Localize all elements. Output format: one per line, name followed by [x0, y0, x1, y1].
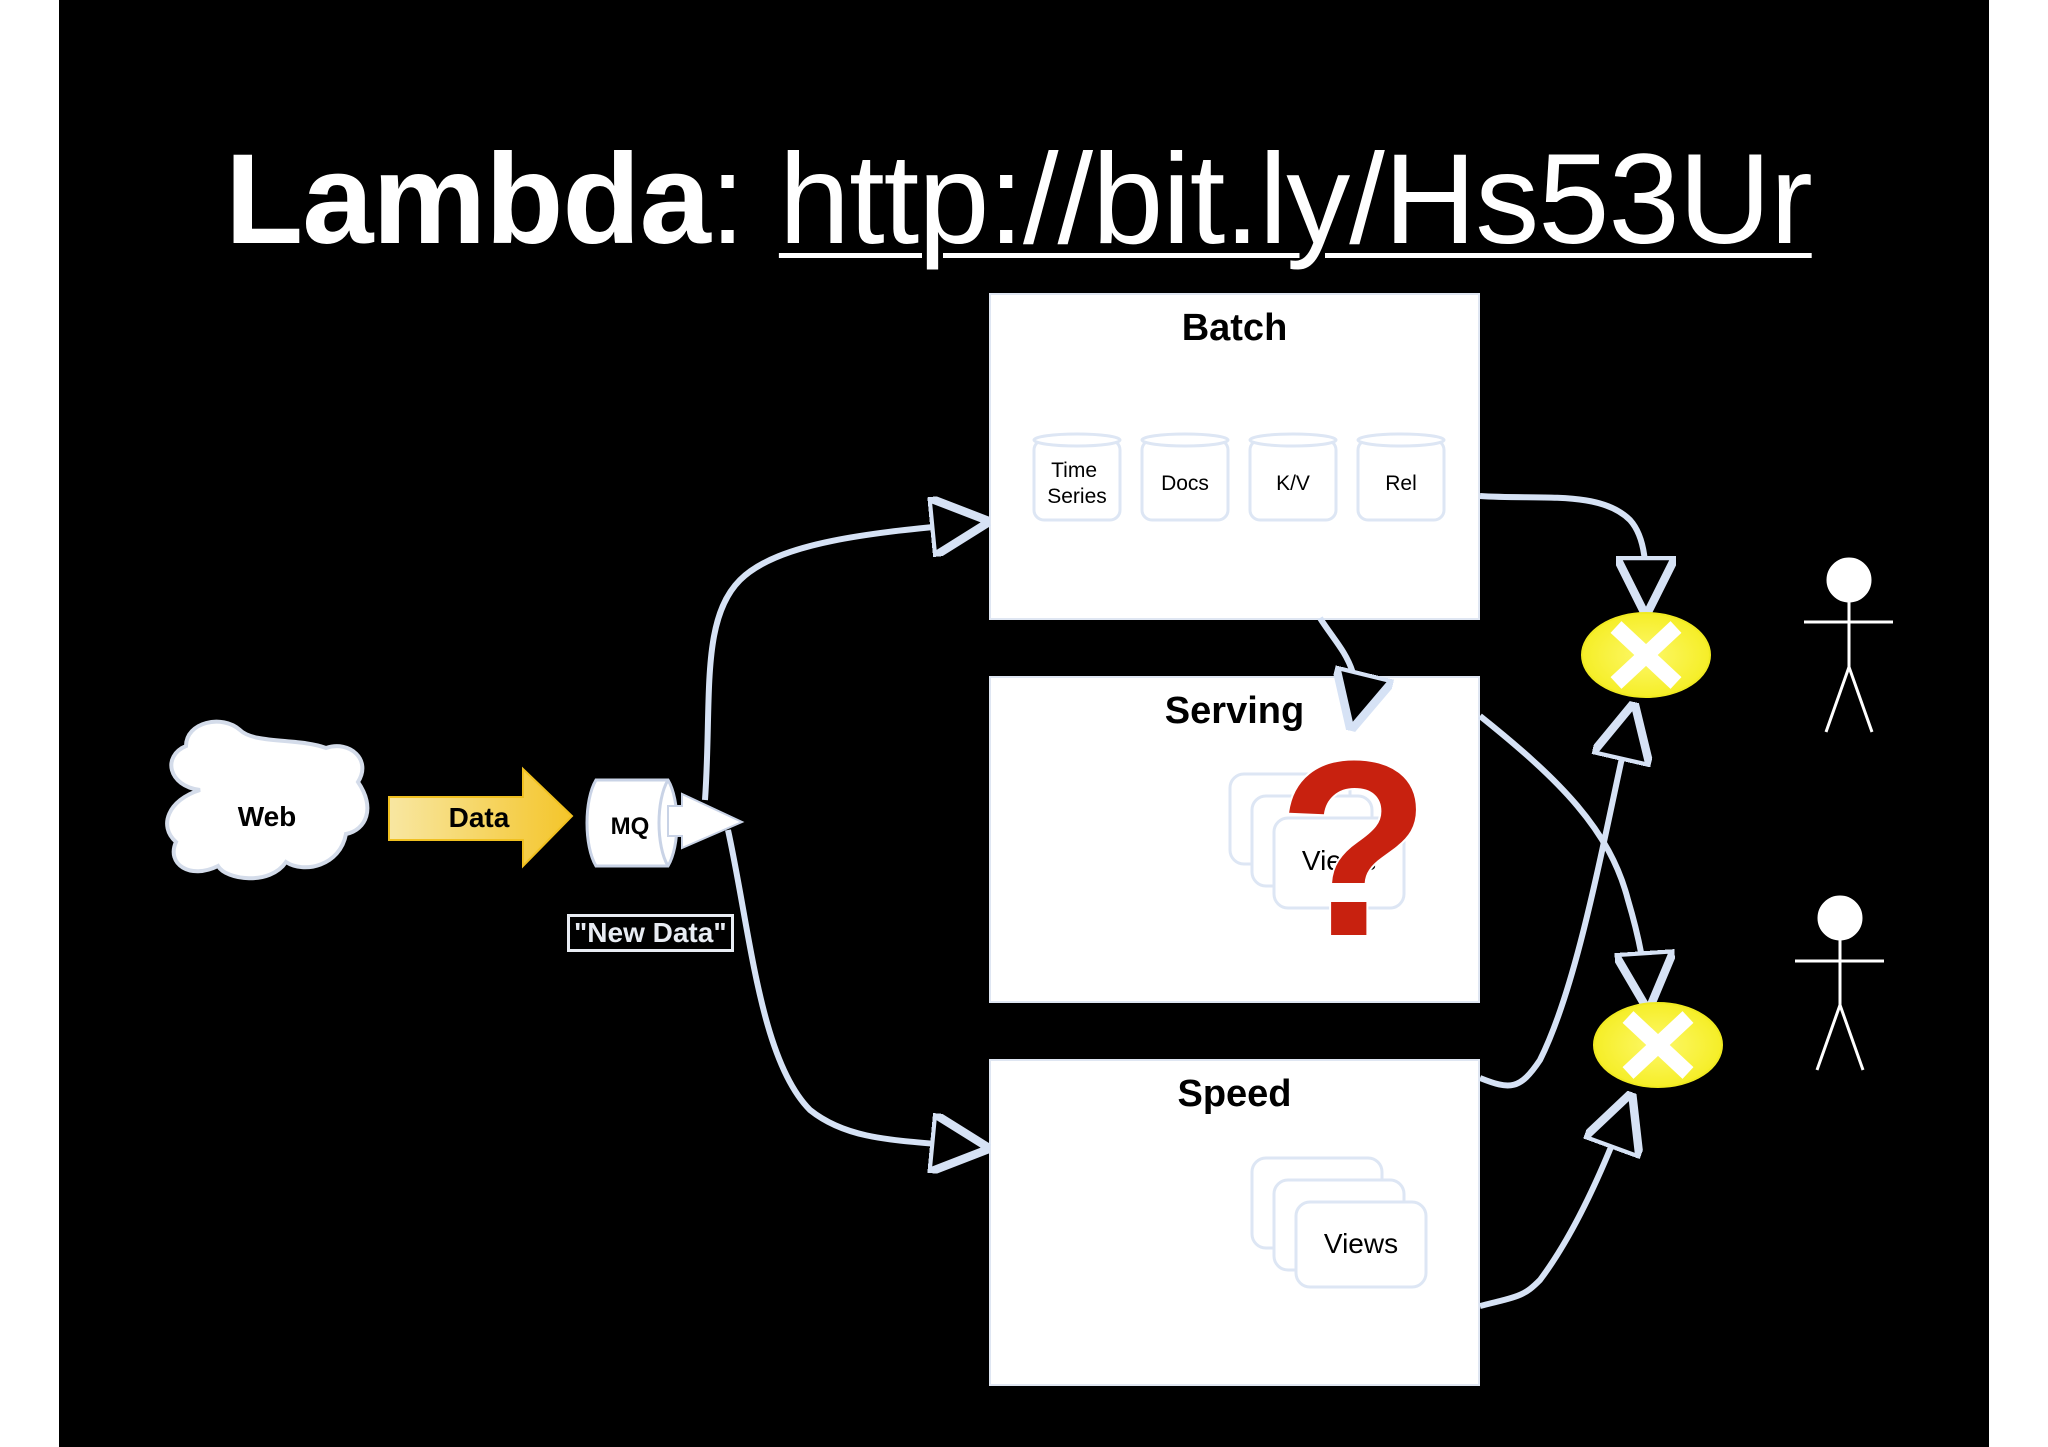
merge-node-top [1581, 612, 1711, 698]
question-mark: ? [1278, 709, 1431, 988]
serving-title: Serving [1164, 690, 1305, 732]
slide-title: Lambda: http://bit.ly/Hs53Ur [225, 128, 1813, 271]
store-rel: Rel [1356, 432, 1446, 522]
connector-mq-to-batch [702, 522, 984, 801]
mq-label: MQ [611, 813, 650, 840]
mq-queue: MQ [585, 778, 679, 868]
serving-views-stack: Views [1228, 772, 1406, 910]
connector-serving-to-merge-bottom [1478, 713, 1648, 1005]
user-figure-top [1804, 557, 1893, 733]
data-arrow: Data [388, 766, 574, 869]
speed-title: Speed [1177, 1073, 1292, 1115]
svg-text:Time Series: Time Series [1047, 459, 1107, 508]
speed-views-label: Views [1324, 1228, 1398, 1259]
serving-views-label: Views [1302, 845, 1376, 876]
connector-mq-to-speed [725, 829, 984, 1148]
speed-views-stack: Views [1250, 1156, 1428, 1289]
store-time-series-line1: Time [1051, 459, 1097, 482]
store-kv: K/V [1248, 432, 1338, 522]
store-rel-label: Rel [1385, 472, 1417, 495]
title-bold: Lambda [225, 128, 711, 271]
user-figure-bottom [1795, 895, 1884, 1071]
connector-batch-to-serving [1317, 616, 1356, 725]
connector-batch-to-merge-top [1479, 493, 1646, 610]
batch-title: Batch [1181, 307, 1288, 349]
web-label: Web [238, 801, 297, 832]
connector-speed-to-merge-top [1478, 708, 1633, 1089]
merge-node-bottom [1593, 1002, 1723, 1088]
new-data-label: "New Data" [567, 914, 734, 952]
store-time-series: Time Series [1032, 432, 1122, 522]
title-link[interactable]: http://bit.ly/Hs53Ur [778, 128, 1813, 271]
connector-speed-to-merge-bottom [1479, 1098, 1630, 1309]
data-arrow-label: Data [449, 802, 510, 833]
store-kv-label: K/V [1276, 472, 1310, 495]
store-time-series-line2: Series [1047, 485, 1107, 508]
store-docs-label: Docs [1161, 472, 1209, 495]
store-docs: Docs [1140, 432, 1230, 522]
web-cloud: Web [165, 719, 370, 881]
title-separator: : [709, 128, 746, 271]
mq-split-arrowhead [667, 792, 745, 850]
